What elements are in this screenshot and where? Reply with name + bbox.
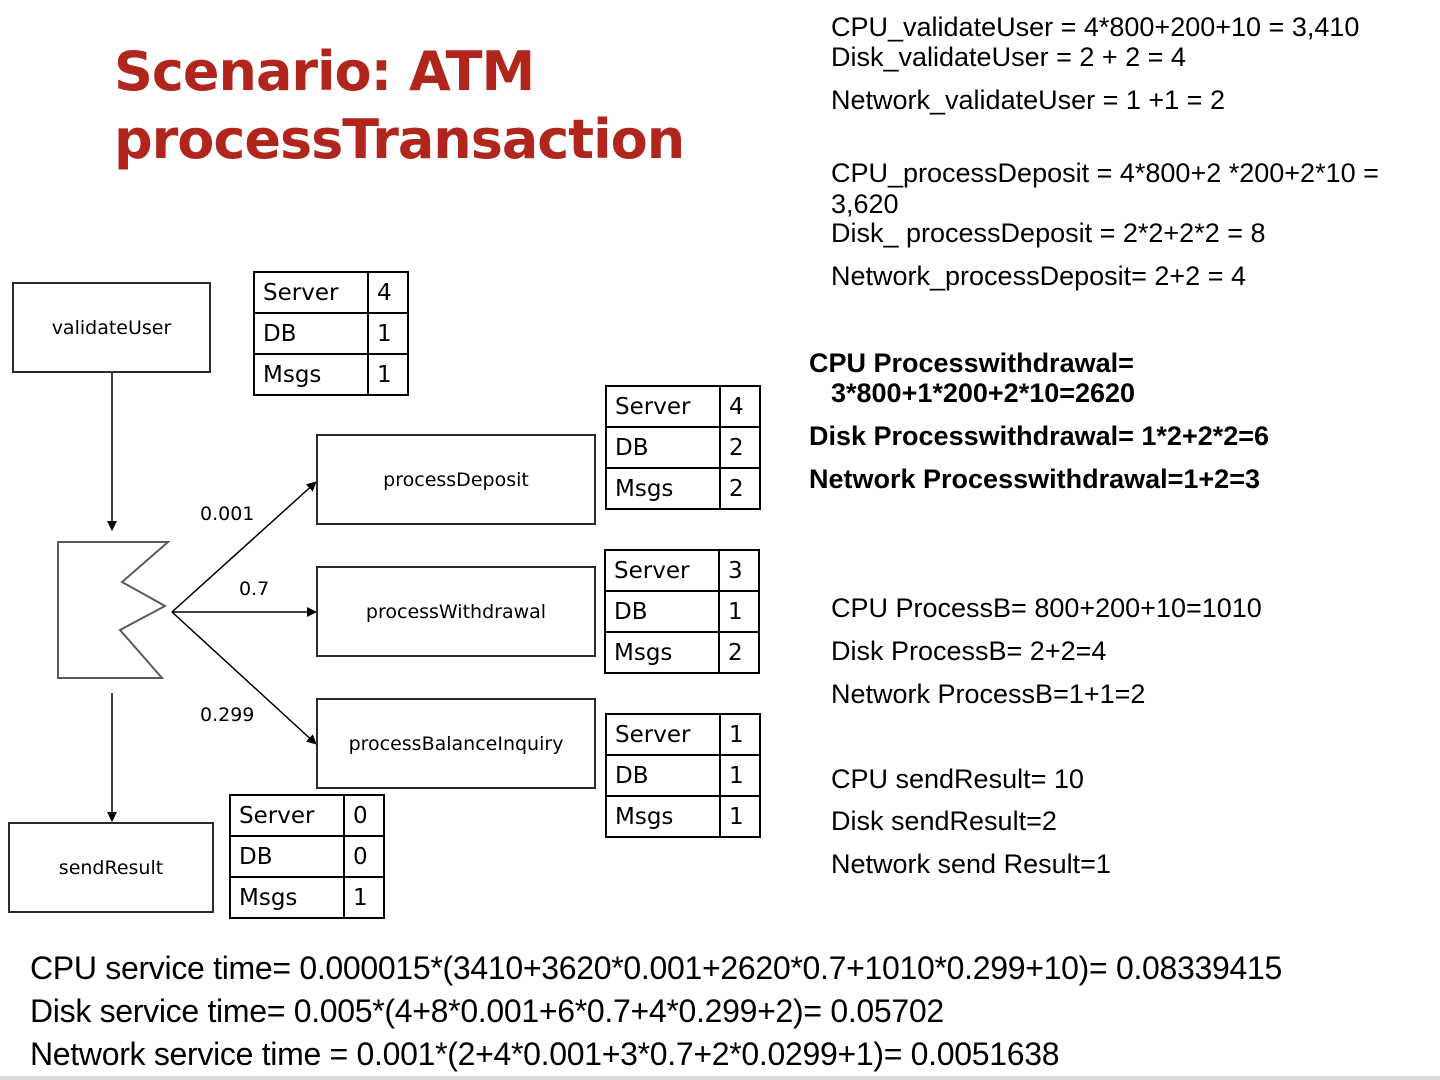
calc-cpu-process-deposit: CPU_processDeposit = 4*800+2 *200+2*10 = bbox=[831, 158, 1379, 188]
probability-withdrawal: 0.7 bbox=[239, 578, 270, 600]
node-label: processBalanceInquiry bbox=[348, 732, 564, 755]
flow-diagram: validateUser processDeposit processWithd… bbox=[0, 0, 800, 940]
calc-disk-validate-user: Disk_validateUser = 2 + 2 = 4 bbox=[831, 42, 1186, 72]
branch-node-shape bbox=[57, 541, 171, 679]
calc-cpu-process-b: CPU ProcessB= 800+200+10=1010 bbox=[831, 593, 1262, 623]
cpu-service-time: CPU service time= 0.000015*(3410+3620*0.… bbox=[30, 950, 1283, 986]
arrow-branch-to-deposit bbox=[171, 481, 317, 613]
arrow-branch-to-balance bbox=[171, 611, 317, 745]
node-process-withdrawal: processWithdrawal bbox=[316, 566, 596, 657]
probability-balance: 0.299 bbox=[200, 704, 255, 726]
calc-cpu-process-deposit-result: 3,620 bbox=[831, 189, 899, 219]
title-line-2: processTransaction bbox=[114, 108, 685, 171]
calc-network-process-b: Network ProcessB=1+1=2 bbox=[831, 679, 1146, 709]
node-label: processDeposit bbox=[383, 468, 529, 491]
node-validate-user: validateUser bbox=[12, 282, 211, 373]
disk-service-time: Disk service time= 0.005*(4+8*0.001+6*0.… bbox=[30, 993, 944, 1029]
node-process-deposit: processDeposit bbox=[316, 434, 596, 525]
calc-cpu-process-withdrawal-formula: 3*800+1*200+2*10=2620 bbox=[831, 378, 1136, 408]
calc-disk-process-b: Disk ProcessB= 2+2=4 bbox=[831, 636, 1107, 666]
calc-cpu-process-withdrawal: CPU Processwithdrawal= bbox=[809, 348, 1134, 378]
footer-bar bbox=[0, 1076, 1440, 1080]
title-line-1: Scenario: ATM bbox=[114, 40, 535, 103]
node-label: sendResult bbox=[58, 856, 164, 879]
calc-cpu-send-result: CPU sendResult= 10 bbox=[831, 764, 1084, 794]
node-label: validateUser bbox=[51, 316, 172, 339]
calc-network-process-withdrawal: Network Processwithdrawal=1+2=3 bbox=[809, 464, 1260, 494]
node-process-balance-inquiry: processBalanceInquiry bbox=[316, 698, 596, 789]
calc-disk-process-withdrawal: Disk Processwithdrawal= 1*2+2*2=6 bbox=[809, 421, 1270, 451]
calc-disk-send-result: Disk sendResult=2 bbox=[831, 806, 1057, 836]
slide-title: Scenario: ATM processTransaction bbox=[114, 38, 685, 174]
connector-layer bbox=[57, 372, 317, 822]
node-send-result: sendResult bbox=[8, 822, 214, 913]
calc-network-send-result: Network send Result=1 bbox=[831, 849, 1111, 879]
calc-cpu-validate-user: CPU_validateUser = 4*800+200+10 = 3,410 bbox=[831, 12, 1360, 42]
node-label: processWithdrawal bbox=[365, 600, 547, 623]
calc-disk-process-deposit: Disk_ processDeposit = 2*2+2*2 = 8 bbox=[831, 218, 1266, 248]
calc-network-validate-user: Network_validateUser = 1 +1 = 2 bbox=[831, 85, 1225, 115]
probability-deposit: 0.001 bbox=[200, 503, 255, 525]
network-service-time: Network service time = 0.001*(2+4*0.001+… bbox=[30, 1036, 1060, 1072]
calc-network-process-deposit: Network_processDeposit= 2+2 = 4 bbox=[831, 261, 1246, 291]
